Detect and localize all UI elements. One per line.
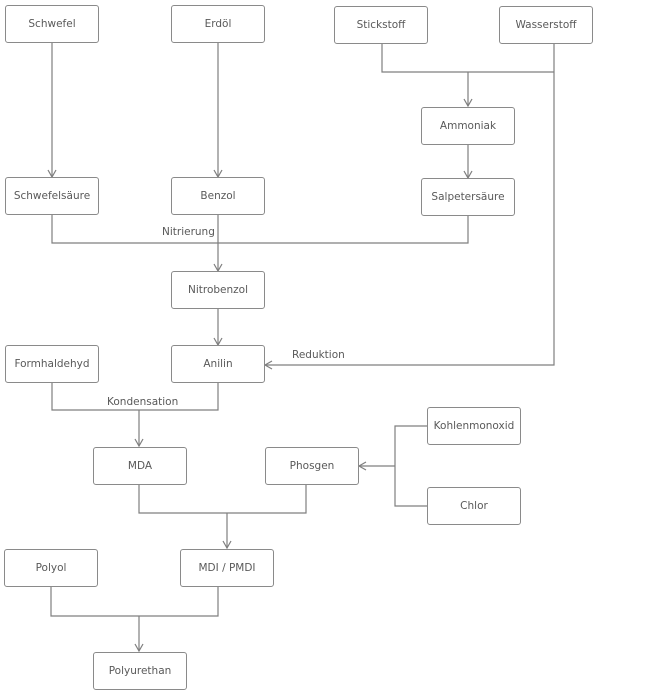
node-wasserstoff[interactable]: Wasserstoff <box>499 6 593 44</box>
edge-formhaldehyd-kondensation <box>51 382 219 411</box>
edge-label-nitrierung: Nitrierung <box>162 226 215 238</box>
edge-polyol-mdi-join <box>50 587 219 617</box>
node-anilin[interactable]: Anilin <box>171 345 265 383</box>
edge-label-kondensation: Kondensation <box>107 396 179 408</box>
node-ammoniak[interactable]: Ammoniak <box>421 107 515 145</box>
node-benzol[interactable]: Benzol <box>171 177 265 215</box>
edge-kohlenmonoxid-chlor-bracket <box>394 425 427 507</box>
node-kohlenmonoxid[interactable]: Kohlenmonoxid <box>427 407 521 445</box>
node-phosgen[interactable]: Phosgen <box>265 447 359 485</box>
edge-wasserstoff-reduktion <box>263 72 555 370</box>
node-formhaldehyd[interactable]: Formhaldehyd <box>5 345 99 383</box>
node-schwefelsaeure[interactable]: Schwefelsäure <box>5 177 99 215</box>
node-nitrobenzol[interactable]: Nitrobenzol <box>171 271 265 309</box>
node-mdi[interactable]: MDI / PMDI <box>180 549 274 587</box>
edge-schwefelsaeure-nitrierung <box>51 215 469 244</box>
edge-stickstoff-join <box>381 44 554 73</box>
node-polyurethan[interactable]: Polyurethan <box>93 652 187 690</box>
edge-label-reduktion: Reduktion <box>292 349 345 361</box>
node-mda[interactable]: MDA <box>93 447 187 485</box>
node-erdoel[interactable]: Erdöl <box>171 5 265 43</box>
node-polyol[interactable]: Polyol <box>4 549 98 587</box>
node-schwefel[interactable]: Schwefel <box>5 5 99 43</box>
node-chlor[interactable]: Chlor <box>427 487 521 525</box>
node-stickstoff[interactable]: Stickstoff <box>334 6 428 44</box>
edge-mda-phosgen-join <box>138 485 307 514</box>
node-salpetersaeure[interactable]: Salpetersäure <box>421 178 515 216</box>
